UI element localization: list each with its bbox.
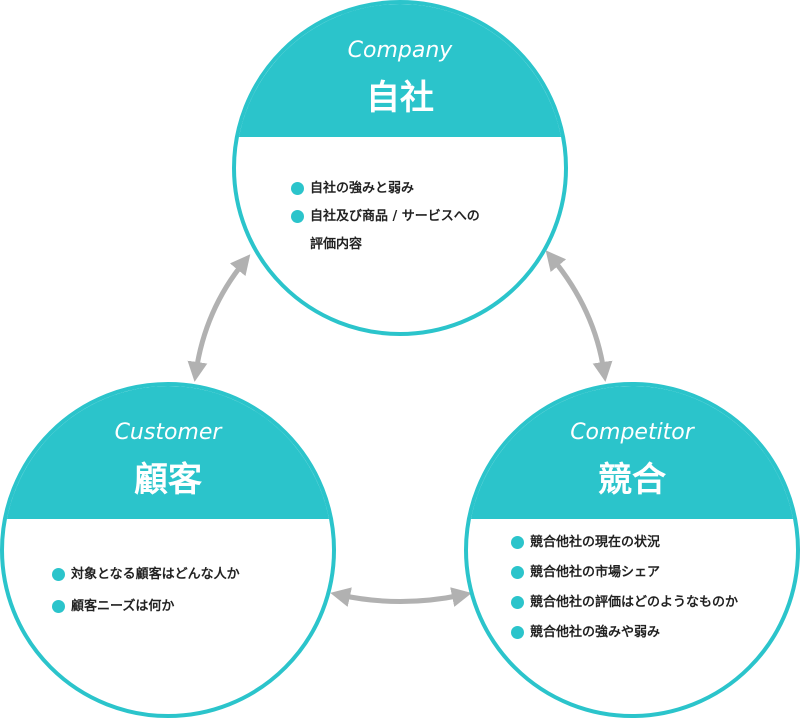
competitor-header: Competitor 競合 xyxy=(468,386,796,519)
customer-circle: Customer 顧客 対象となる顧客はどんな人か 顧客ニーズは何か xyxy=(0,382,336,718)
competitor-circle: Competitor 競合 競合他社の現在の状況 競合他社の市場シェア 競合他社… xyxy=(464,382,800,718)
arrow-company-competitor xyxy=(545,250,613,382)
list-item: 競合他社の強みや弱み xyxy=(511,624,738,642)
company-title-en: Company xyxy=(347,38,453,63)
company-header: Company 自社 xyxy=(236,4,564,137)
competitor-title-jp: 競合 xyxy=(598,460,666,500)
list-item: 自社及び商品 / サービスへの評価内容 xyxy=(291,208,480,254)
arrow-company-customer xyxy=(187,254,251,382)
list-item: 競合他社の現在の状況 xyxy=(511,534,738,552)
bullet-icon xyxy=(52,600,65,613)
list-item: 競合他社の市場シェア xyxy=(511,564,738,582)
bullet-icon xyxy=(52,568,65,581)
bullet-icon xyxy=(291,182,304,195)
customer-title-jp: 顧客 xyxy=(134,460,202,500)
competitor-title-en: Competitor xyxy=(570,420,694,445)
bullet-icon xyxy=(511,536,524,549)
customer-header: Customer 顧客 xyxy=(4,386,332,519)
customer-items: 対象となる顧客はどんな人か 顧客ニーズは何か xyxy=(52,566,240,630)
bullet-icon xyxy=(511,596,524,609)
customer-title-en: Customer xyxy=(114,420,222,445)
bullet-icon xyxy=(511,626,524,639)
bullet-icon xyxy=(291,210,304,223)
competitor-items: 競合他社の現在の状況 競合他社の市場シェア 競合他社の評価はどのようなものか 競… xyxy=(511,534,738,654)
list-item: 競合他社の評価はどのようなものか xyxy=(511,594,738,612)
arrow-customer-competitor xyxy=(330,587,472,607)
list-item: 対象となる顧客はどんな人か xyxy=(52,566,240,584)
bullet-icon xyxy=(511,566,524,579)
company-items: 自社の強みと弱み 自社及び商品 / サービスへの評価内容 xyxy=(291,180,480,264)
list-item-continuation: 評価内容 xyxy=(310,237,363,252)
company-title-jp: 自社 xyxy=(366,78,434,118)
company-circle: Company 自社 自社の強みと弱み 自社及び商品 / サービスへの評価内容 xyxy=(232,0,568,336)
list-item: 顧客ニーズは何か xyxy=(52,598,240,616)
list-item: 自社の強みと弱み xyxy=(291,180,480,198)
